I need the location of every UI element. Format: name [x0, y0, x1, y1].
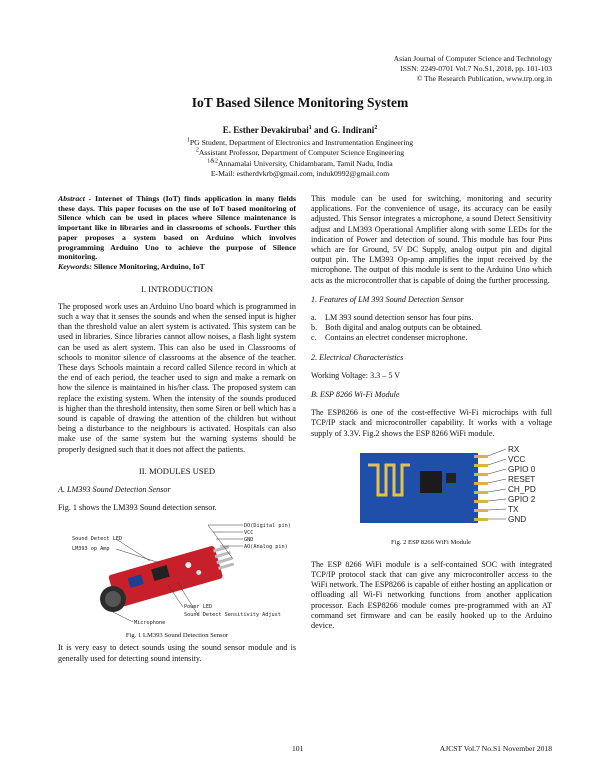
fig1-caption: Fig. 1 LM393 Sound Detection Sensor — [125, 631, 229, 639]
affiliation-2-sup: 2 — [195, 147, 199, 154]
list-marker: b. — [311, 323, 318, 333]
author-1: E. Esther Devakirubai — [222, 125, 309, 135]
abstract: Abstract - Internet of Things (IoT) find… — [58, 194, 296, 262]
list-item: c. Contains an electret condenser microph… — [311, 333, 552, 343]
working-voltage: Working Voltage: 3.3 – 5 V — [311, 370, 401, 380]
affiliation-email: E-Mail: estherdvkrb@gmail.com, induk0992… — [210, 169, 390, 179]
section-heading-modules: II. MODULES USED — [138, 465, 216, 476]
list-marker: c. — [311, 333, 317, 343]
label-lm393-op-amp: LM393 op Amp — [72, 546, 109, 552]
affiliation-3: 1&2Annamalai University, Chidambaram, Ta… — [0, 158, 600, 169]
label-ao-pin: AO(Analog pin) — [244, 544, 288, 550]
figure-esp8266-module: RX VCC GPIO 0 RESET CH_PD GPIO 2 TX GND … — [356, 445, 551, 550]
after-fig1-paragraph: It is very easy to detect sounds using t… — [58, 643, 296, 663]
label-do-pin: DO(Digital pin) — [244, 523, 291, 529]
label-sensitivity-adjust: Sound Detect Sensitivity Adjust — [184, 612, 281, 618]
affiliation-1-sup: 1 — [186, 137, 190, 144]
journal-name: Asian Journal of Computer Science and Te… — [393, 54, 552, 63]
journal-header: Asian Journal of Computer Science and Te… — [394, 54, 552, 85]
subheading-electrical: 2. Electrical Characteristics — [311, 352, 404, 362]
affiliation-3-sup: 1&2 — [207, 158, 218, 165]
list-item: a. LM 393 sound detection sensor has four… — [311, 313, 552, 323]
keywords-text: Silence Monitoring, Arduino, IoT — [91, 261, 205, 271]
subheading-lm393: A. LM393 Sound Detection Sensor — [58, 485, 171, 495]
abstract-text: - Internet of Things (IoT) finds applica… — [58, 194, 296, 262]
chip — [420, 470, 442, 493]
fig2-caption: Fig. 2 ESP 8266 WiFi Module — [391, 539, 471, 547]
affiliation-1: 1PG Student, Department of Electronics a… — [0, 137, 600, 148]
pin-label: GPIO 0 — [508, 465, 536, 474]
list-item-text: Both digital and analog outputs can be o… — [325, 323, 483, 333]
affiliation-2: 2Assistant Professor, Department of Comp… — [0, 148, 600, 158]
pin-label: TX — [508, 505, 519, 514]
author-2-sup: 2 — [374, 125, 378, 131]
features-list: a. LM 393 sound detection sensor has four… — [311, 313, 552, 344]
journal-issn: ISSN: 2249-0701 Vol.7 No.S1, 2018, pp. 1… — [400, 64, 552, 74]
abstract-label: Abstract — [58, 194, 85, 203]
right-column: This module can be used for switching, m… — [311, 194, 552, 631]
fig1-intro: Fig. 1 shows the LM393 Sound detection s… — [58, 503, 217, 513]
esp8266-illustration: RX VCC GPIO 0 RESET CH_PD GPIO 2 TX GND — [360, 445, 536, 524]
list-item-text: LM 393 sound detection sensor has four p… — [325, 313, 474, 323]
sensor-board — [108, 545, 235, 609]
page-number: 101 — [292, 744, 304, 753]
lm393-sensor-illustration: DO(Digital pin) VCC GND AO(Analog pin) S… — [72, 523, 291, 626]
keywords: Keywords: Silence Monitoring, Arduino, I… — [58, 262, 296, 272]
antenna-trace — [368, 463, 410, 497]
label-gnd: GND — [244, 537, 253, 543]
subheading-esp8266: B. ESP 8266 Wi-Fi Module — [311, 390, 400, 400]
label-power-led: Power LED — [184, 604, 212, 610]
pin-label: RX — [508, 445, 520, 454]
affiliation-1-text: PG Student, Department of Electronics an… — [189, 138, 414, 147]
pin-label: GPIO 2 — [508, 495, 536, 504]
affiliation-3-text: Annamalai University, Chidambaram, Tamil… — [217, 158, 393, 168]
journal-publisher: © The Research Publication, www.trp.org.… — [416, 74, 552, 84]
label-sound-detect-led: Sound Detect LED — [72, 536, 122, 542]
label-vcc: VCC — [244, 530, 253, 536]
module-description-paragraph: This module can be used for switching, m… — [311, 194, 552, 285]
list-item: b. Both digital and analog outputs can be… — [311, 323, 552, 333]
section-heading-introduction: I. INTRODUCTION — [140, 283, 214, 294]
intro-paragraph: The proposed work uses an Arduino Uno bo… — [58, 301, 296, 454]
affiliation-2-text: Assistant Professor, Department of Compu… — [198, 148, 405, 158]
affiliations: 1PG Student, Department of Electronics a… — [0, 137, 600, 180]
pin-label: GND — [508, 515, 526, 524]
paper-title: IoT Based Silence Monitoring System — [191, 95, 409, 110]
pin-label: VCC — [508, 455, 525, 464]
pin-label: RESET — [508, 475, 535, 484]
author-2: G. Indirani — [330, 125, 375, 135]
left-column: Abstract - Internet of Things (IoT) find… — [58, 194, 296, 664]
subheading-features: 1. Features of LM 393 Sound Detection Se… — [311, 294, 464, 304]
author-and: and — [311, 125, 331, 135]
esp8266-intro-paragraph: The ESP8266 is one of the cost-effective… — [311, 408, 552, 438]
figure-lm393-sensor: DO(Digital pin) VCC GND AO(Analog pin) S… — [58, 519, 296, 638]
list-item-text: Contains an electret condenser microphon… — [325, 333, 468, 343]
esp8266-detail-paragraph: The ESP 8266 WiFi module is a self-conta… — [311, 559, 552, 631]
footer-citation: AJCST Vol.7 No.S1 November 2018 — [439, 744, 552, 753]
esp-board — [360, 452, 478, 523]
pin-label: CH_PD — [508, 485, 536, 494]
label-microphone: Microphone — [134, 620, 165, 626]
keywords-label: Keywords: — [58, 261, 92, 271]
author-1-sup: 1 — [308, 125, 312, 131]
author-line: E. Esther Devakirubai1 and G. Indirani2 — [0, 125, 600, 135]
list-marker: a. — [311, 313, 317, 323]
